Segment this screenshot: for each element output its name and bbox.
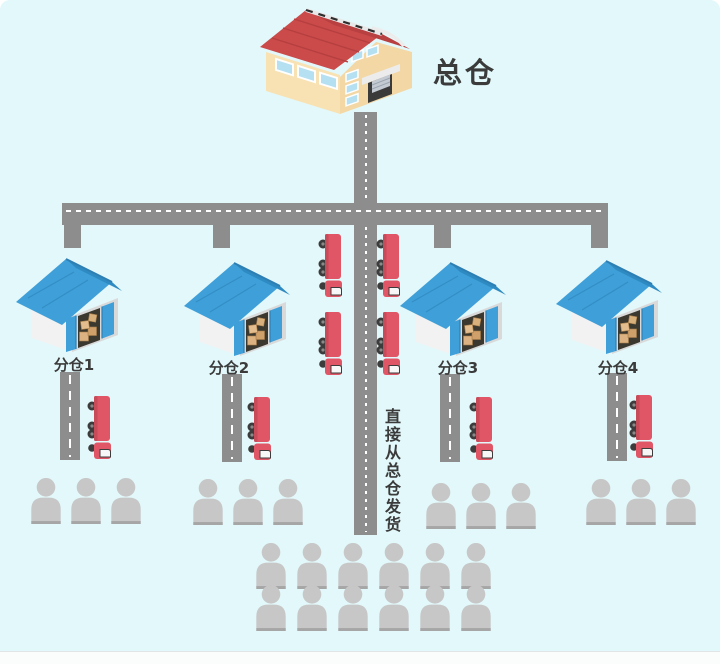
person-icon — [108, 477, 144, 524]
branch-road-3-marking — [449, 377, 451, 459]
person-icon — [68, 477, 104, 524]
person-icon — [376, 542, 412, 589]
person-icon — [463, 482, 499, 529]
customer-crowd-row-2 — [253, 584, 494, 631]
truck-icon — [317, 312, 343, 376]
main-warehouse-icon — [260, 2, 430, 116]
branch-warehouse-icon-1 — [16, 246, 132, 358]
person-icon — [417, 542, 453, 589]
person-icon — [458, 542, 494, 589]
customer-group-2 — [190, 478, 306, 525]
truck-icon — [375, 234, 401, 298]
branch-warehouse-icon-4 — [556, 248, 672, 360]
person-icon — [270, 478, 306, 525]
direct-shipping-note: 直接从总仓发货 — [382, 408, 401, 534]
person-icon — [294, 542, 330, 589]
branch-warehouse-icon-2 — [184, 250, 300, 362]
branch-road-3 — [440, 374, 460, 462]
customer-group-1 — [28, 477, 144, 524]
truck-icon — [628, 395, 654, 459]
customer-group-3 — [423, 482, 539, 529]
person-icon — [583, 478, 619, 525]
truck-icon — [317, 234, 343, 298]
person-icon — [190, 478, 226, 525]
customer-group-4 — [583, 478, 699, 525]
person-icon — [423, 482, 459, 529]
connector-road-4 — [591, 224, 608, 248]
person-icon — [663, 478, 699, 525]
branch-road-2 — [222, 374, 242, 462]
person-icon — [253, 542, 289, 589]
person-icon — [623, 478, 659, 525]
customer-crowd — [253, 542, 494, 626]
person-icon — [503, 482, 539, 529]
branch-road-2-marking — [231, 377, 233, 459]
person-icon — [28, 477, 64, 524]
connector-road-1 — [64, 224, 81, 248]
trunk-road — [354, 112, 377, 535]
branch-warehouse-label-2: 分仓2 — [208, 359, 250, 377]
person-icon — [294, 584, 330, 631]
branch-road-4 — [607, 373, 627, 461]
person-icon — [376, 584, 412, 631]
branch-road-4-marking — [616, 376, 618, 458]
truck-icon — [468, 397, 494, 461]
branch-warehouse-label-3: 分仓3 — [437, 359, 479, 377]
truck-icon — [86, 396, 112, 460]
person-icon — [230, 478, 266, 525]
connector-road-3 — [434, 224, 451, 248]
connector-road-2 — [213, 224, 230, 248]
main-warehouse-label: 总仓 — [433, 56, 498, 90]
branch-road-1-marking — [69, 375, 71, 457]
truck-icon — [375, 312, 401, 376]
customer-crowd-row-1 — [253, 542, 494, 589]
footer-divider — [0, 651, 720, 664]
person-icon — [335, 542, 371, 589]
main-horizontal-road — [62, 203, 608, 225]
person-icon — [458, 584, 494, 631]
branch-warehouse-label-1: 分仓1 — [53, 356, 95, 374]
trunk-road-marking — [364, 115, 367, 532]
branch-warehouse-label-4: 分仓4 — [597, 359, 639, 377]
main-road-marking — [66, 210, 604, 212]
person-icon — [335, 584, 371, 631]
branch-road-1 — [60, 372, 80, 460]
truck-icon — [246, 397, 272, 461]
person-icon — [253, 584, 289, 631]
branch-warehouse-icon-3 — [400, 250, 516, 362]
person-icon — [417, 584, 453, 631]
